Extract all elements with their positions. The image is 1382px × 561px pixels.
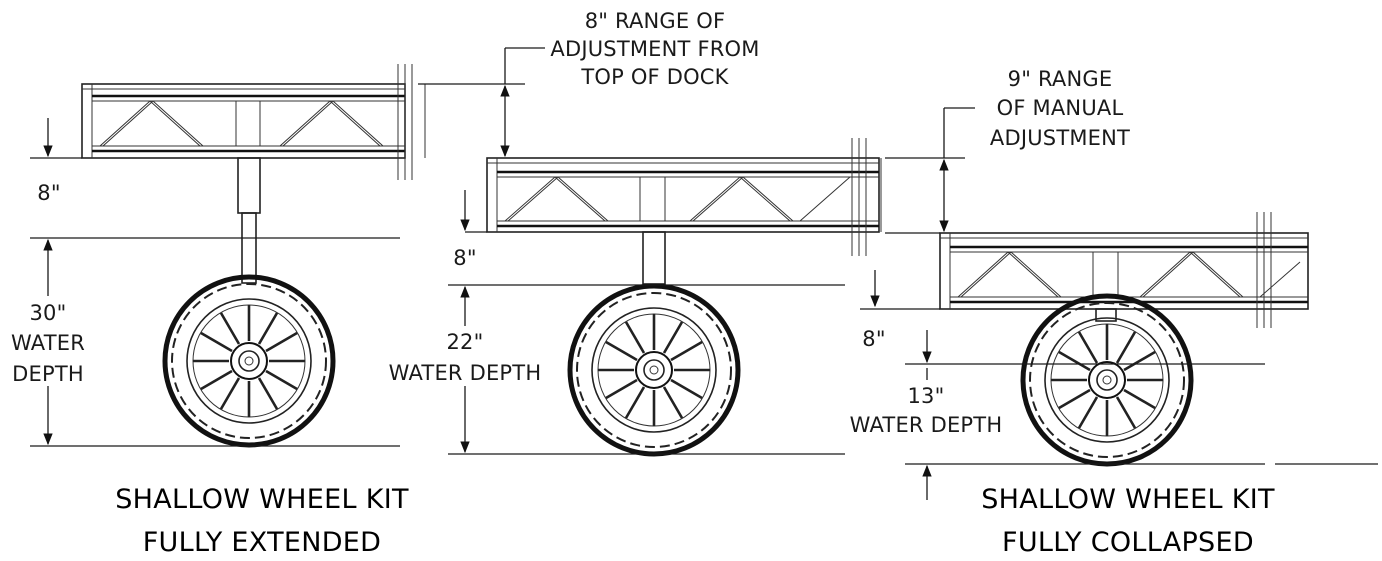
- label-middle-depth: 22" WATER DEPTH: [386, 326, 546, 386]
- wheel-post: [237, 157, 261, 284]
- range-top-line-3: TOP OF DOCK: [580, 65, 729, 89]
- caption-collapsed-line-1: SHALLOW WHEEL KIT: [981, 484, 1275, 515]
- range-manual-line-1: 9" RANGE: [1008, 67, 1113, 91]
- dock-section-middle: [486, 138, 882, 457]
- range-top-line-1: 8" RANGE OF: [585, 9, 726, 33]
- caption-collapsed-line-2: FULLY COLLAPSED: [1002, 527, 1254, 558]
- caption-extended-line-1: SHALLOW WHEEL KIT: [115, 484, 409, 515]
- wheel-post: [1095, 308, 1117, 322]
- dock-frame: [486, 138, 882, 256]
- caption-extended-line-2: FULLY EXTENDED: [143, 527, 382, 558]
- right-dimension-8in: 8": [862, 327, 885, 351]
- caption-collapsed: SHALLOW WHEEL KIT FULLY COLLAPSED: [981, 484, 1275, 558]
- middle-depth-line-2: WATER DEPTH: [389, 361, 542, 385]
- label-range-top: 8" RANGE OF ADJUSTMENT FROM TOP OF DOCK: [550, 9, 759, 89]
- range-manual-line-2: OF MANUAL: [997, 96, 1124, 120]
- dock-frame: [939, 212, 1309, 328]
- dimension-lines: [30, 47, 1378, 500]
- label-range-manual: 9" RANGE OF MANUAL ADJUSTMENT: [990, 67, 1130, 150]
- wheel: [162, 274, 336, 448]
- label-right-depth: 13" WATER DEPTH: [850, 384, 1003, 437]
- dock-frame: [81, 64, 426, 180]
- label-left-depth: 30" WATER DEPTH: [11, 296, 86, 386]
- left-depth-line-3: DEPTH: [12, 362, 84, 386]
- range-manual-line-3: ADJUSTMENT: [990, 126, 1130, 150]
- right-depth-line-2: WATER DEPTH: [850, 413, 1003, 437]
- wheel-post: [642, 231, 666, 285]
- caption-extended: SHALLOW WHEEL KIT FULLY EXTENDED: [115, 484, 409, 558]
- middle-depth-line-1: 22": [447, 330, 484, 354]
- range-top-line-2: ADJUSTMENT FROM: [550, 37, 759, 61]
- middle-dimension-8in: 8": [453, 246, 476, 270]
- right-depth-line-1: 13": [908, 384, 945, 408]
- left-depth-line-2: WATER: [11, 331, 85, 355]
- left-depth-line-1: 30": [30, 301, 67, 325]
- dock-section-extended: [81, 64, 426, 448]
- wheel: [567, 283, 741, 457]
- left-dimension-8in: 8": [37, 181, 60, 205]
